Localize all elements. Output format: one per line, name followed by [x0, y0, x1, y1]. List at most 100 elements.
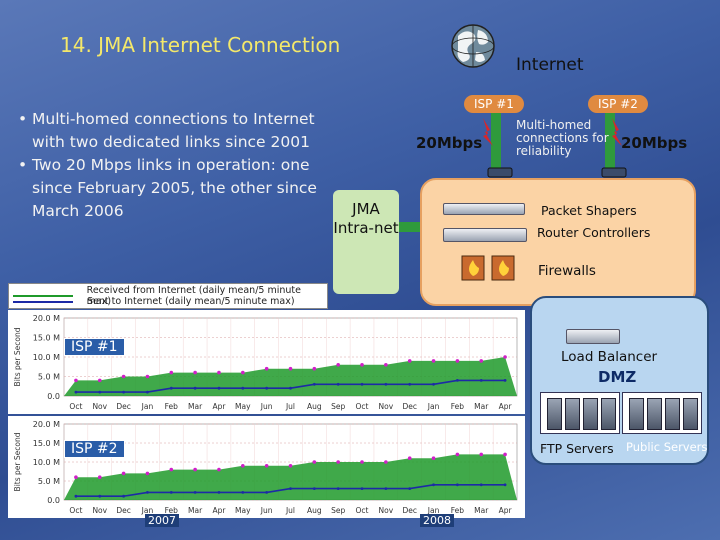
series-received-point — [74, 378, 78, 383]
isp1-badge: ISP #1 — [464, 95, 524, 113]
perimeter-box — [420, 178, 696, 306]
series-received-point — [407, 456, 412, 460]
x-tick-label: Dec — [116, 402, 131, 411]
server-icon — [683, 398, 698, 430]
router-icon — [487, 167, 513, 178]
x-tick-label: Mar — [474, 506, 489, 515]
x-tick-label: Nov — [379, 402, 394, 411]
x-tick-label: Sep — [331, 402, 345, 411]
series-received-point — [336, 460, 340, 464]
series-received-point — [336, 363, 340, 367]
server-icon — [583, 398, 598, 430]
load-balancer-device — [566, 329, 620, 344]
series-sent-point — [455, 379, 459, 382]
server-icon — [665, 398, 680, 430]
y-tick-label: 20.0 M — [33, 420, 60, 429]
isp1-chart-badge: ISP #1 — [64, 338, 125, 356]
series-sent-point — [146, 491, 149, 494]
x-tick-label: Mar — [188, 506, 203, 515]
x-tick-label: Apr — [499, 402, 513, 411]
globe-icon — [451, 24, 495, 68]
server-icon — [601, 398, 616, 430]
x-tick-label: Jan — [141, 506, 154, 515]
series-sent-point — [265, 491, 269, 494]
series-received-point — [312, 366, 317, 371]
series-received-point — [384, 460, 388, 464]
router-icon — [601, 167, 627, 178]
series-received-point — [217, 370, 221, 375]
series-received-point — [145, 374, 150, 379]
series-received-point — [312, 460, 317, 464]
y-tick-label: 0.0 — [47, 496, 60, 505]
server-icon — [629, 398, 644, 430]
x-tick-label: Feb — [451, 506, 465, 515]
x-tick-label: Feb — [451, 402, 465, 411]
packet-shapers-label: Packet Shapers — [541, 203, 637, 218]
series-received-point — [360, 363, 364, 367]
lightning-icon — [612, 118, 622, 146]
x-tick-label: Nov — [92, 506, 107, 515]
isp2-link-icon — [605, 108, 615, 170]
y-axis-label: Bits per Second — [13, 432, 22, 491]
series-sent-point — [241, 491, 245, 494]
series-sent-point — [312, 487, 316, 490]
series-sent-point — [146, 390, 149, 394]
series-received-point — [193, 467, 197, 472]
router-controllers-label: Router Controllers — [537, 225, 651, 240]
y-tick-label: 5.0 M — [38, 373, 60, 382]
y-tick-label: 10.0 M — [33, 353, 60, 362]
series-received-point — [121, 374, 126, 379]
series-received-point — [74, 475, 78, 479]
series-received-point — [431, 456, 436, 460]
router-controller-device — [443, 228, 527, 242]
y-axis-label: Bits per Second — [13, 327, 22, 386]
x-tick-label: Dec — [402, 506, 417, 515]
series-received-point — [431, 359, 436, 363]
x-tick-label: Aug — [307, 402, 322, 411]
y-tick-label: 5.0 M — [38, 477, 60, 486]
series-sent-point — [408, 487, 412, 490]
packet-shaper-device — [443, 203, 525, 215]
firewall-icon — [461, 255, 515, 281]
x-tick-label: Jan — [427, 402, 440, 411]
x-tick-label: Mar — [474, 402, 489, 411]
series-sent-point — [265, 386, 269, 390]
public-server-group — [622, 392, 702, 434]
intranet-box: JMA Intra-net — [333, 190, 399, 294]
series-received-point — [217, 467, 221, 472]
bullet-item: • Multi-homed connections to Internet wi… — [18, 108, 318, 154]
bullet-text: Two 20 Mbps links in operation: one sinc… — [32, 156, 317, 220]
x-tick-label: Apr — [212, 506, 226, 515]
series-sent-point — [241, 386, 245, 390]
series-sent-point — [193, 386, 197, 390]
ftp-servers-label: FTP Servers — [540, 441, 614, 456]
legend-swatch-received — [13, 295, 73, 297]
isp2-chart-badge: ISP #2 — [64, 440, 125, 458]
series-received-point — [407, 359, 412, 363]
x-tick-label: Jun — [260, 402, 273, 411]
series-sent-point — [432, 382, 435, 386]
internet-label: Internet — [516, 55, 584, 75]
x-tick-label: Jan — [141, 402, 154, 411]
series-received-point — [288, 366, 293, 371]
series-received-point — [241, 370, 245, 375]
series-sent-point — [408, 382, 412, 386]
series-received-area — [64, 357, 517, 396]
year-label: 2007 — [145, 514, 179, 527]
x-tick-label: Dec — [116, 506, 131, 515]
x-tick-label: May — [235, 402, 251, 411]
x-tick-label: Apr — [499, 506, 513, 515]
y-tick-label: 0.0 — [47, 392, 60, 401]
series-received-point — [97, 475, 102, 479]
y-tick-label: 20.0 M — [33, 314, 60, 323]
series-received-point — [193, 370, 197, 375]
series-sent-point — [479, 379, 483, 382]
series-received-point — [455, 359, 460, 363]
series-sent-point — [312, 382, 316, 386]
series-sent-point — [360, 487, 364, 490]
x-tick-label: Dec — [402, 402, 417, 411]
x-tick-label: Oct — [356, 506, 369, 515]
series-received-point — [503, 355, 507, 359]
x-tick-label: Nov — [379, 506, 394, 515]
